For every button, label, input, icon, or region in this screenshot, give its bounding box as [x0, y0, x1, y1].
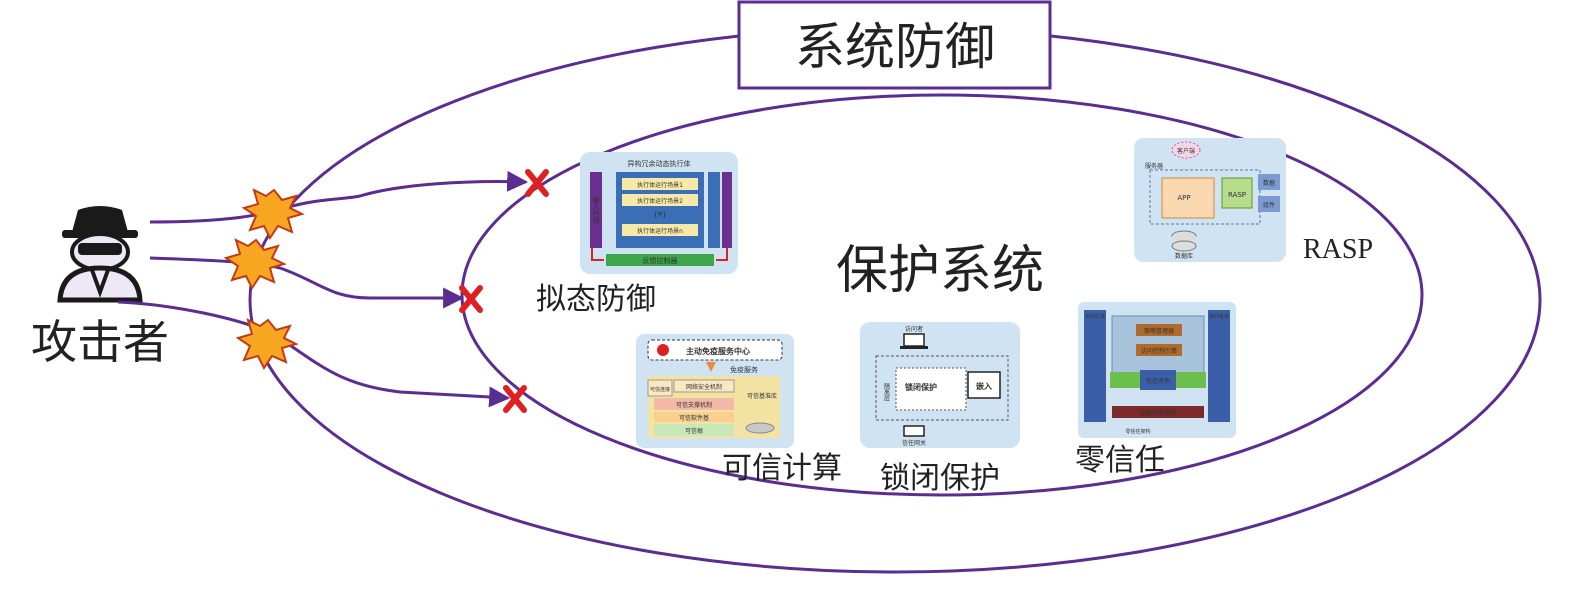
svg-text:锁闭保护: 锁闭保护 — [905, 382, 937, 392]
blocked-x-icon — [525, 169, 549, 197]
attack-burst-icon — [223, 238, 287, 290]
svg-text:异构冗余动态执行体: 异构冗余动态执行体 — [628, 159, 691, 168]
svg-text:可信根: 可信根 — [685, 427, 703, 435]
svg-text:{P}: {P} — [653, 211, 666, 219]
lockdown-label: 锁闭保护 — [880, 461, 1000, 496]
svg-text:客户端: 客户端 — [1177, 147, 1195, 155]
svg-text:数据: 数据 — [1263, 179, 1275, 187]
inner-title: 保护系统 — [836, 241, 1044, 301]
rasp-card: 客户端 服务器 APP RASP 数据 组件 数据库 — [1134, 138, 1286, 262]
svg-text:服务器: 服务器 — [1145, 162, 1163, 170]
rasp-label: RASP — [1303, 234, 1373, 265]
zero-trust-label: 零信任 — [1075, 443, 1165, 478]
svg-text:访问客体: 访问客体 — [1209, 313, 1229, 320]
svg-text:可信连接: 可信连接 — [650, 386, 670, 393]
zero-trust-card: 访问主体 访问客体 策略管理器 访问控制引擎 信任评估 动态访问控制 零信任架构 — [1078, 302, 1236, 438]
diagram-title: 系统防御 — [795, 18, 995, 76]
attacker-label: 攻击者 — [31, 315, 169, 369]
svg-text:信任评估: 信任评估 — [1146, 377, 1170, 385]
svg-text:策略管理器: 策略管理器 — [1144, 327, 1174, 335]
attack-burst-icon — [235, 318, 299, 370]
svg-text:组件: 组件 — [1263, 201, 1275, 209]
svg-text:RASP: RASP — [1228, 191, 1246, 199]
svg-text:执行体运行场景1: 执行体运行场景1 — [637, 181, 683, 189]
svg-text:主动免疫服务中心: 主动免疫服务中心 — [686, 346, 750, 356]
svg-text:动态访问控制: 动态访问控制 — [1140, 409, 1176, 417]
svg-text:访问主体: 访问主体 — [1085, 313, 1105, 320]
svg-text:APP: APP — [1177, 194, 1190, 202]
title-box — [737, 0, 1052, 90]
svg-text:免疫服务: 免疫服务 — [730, 365, 758, 374]
svg-text:执行体运行场景n: 执行体运行场景n — [637, 227, 683, 235]
attack-path-bottom — [117, 300, 511, 408]
svg-text:可信软件基: 可信软件基 — [679, 414, 709, 422]
svg-text:输入代理: 输入代理 — [592, 195, 600, 224]
svg-text:嵌入: 嵌入 — [976, 381, 992, 391]
svg-text:零信任架构: 零信任架构 — [1125, 428, 1150, 435]
mimic-defense-label: 拟态防御 — [536, 282, 656, 317]
lockdown-card: 访问者 隔离层 锁闭保护 嵌入 信任网关 — [860, 322, 1020, 448]
attacker-icon — [57, 206, 143, 303]
trusted-computing-label: 可信计算 — [722, 451, 842, 486]
blocked-x-icon — [459, 285, 483, 313]
svg-text:网络安全机制: 网络安全机制 — [686, 383, 722, 391]
svg-text:反馈控制器: 反馈控制器 — [643, 256, 678, 265]
trusted-computing-card: 主动免疫服务中心 免疫服务 可信连接 网络安全机制 可信支撑机制 可信软件基 可… — [636, 334, 794, 448]
svg-text:数据库: 数据库 — [1175, 252, 1193, 260]
svg-text:可信支撑机制: 可信支撑机制 — [676, 401, 712, 409]
blocked-x-icon — [503, 385, 527, 413]
attack-path-top — [149, 170, 529, 224]
svg-text:访问控制引擎: 访问控制引擎 — [1141, 347, 1177, 355]
svg-text:访问者: 访问者 — [905, 325, 923, 333]
svg-text:信任网关: 信任网关 — [902, 439, 926, 447]
svg-text:执行体运行场景2: 执行体运行场景2 — [637, 197, 683, 205]
mimic-defense-card: 异构冗余动态执行体 输入代理 执行体运行场景1 执行体运行场景2 {P} 执行体… — [580, 152, 738, 274]
attack-path-middle — [149, 256, 465, 309]
svg-text:可信基准库: 可信基准库 — [747, 392, 777, 400]
attack-burst-icon — [241, 188, 305, 240]
svg-text:隔离层: 隔离层 — [883, 382, 890, 402]
